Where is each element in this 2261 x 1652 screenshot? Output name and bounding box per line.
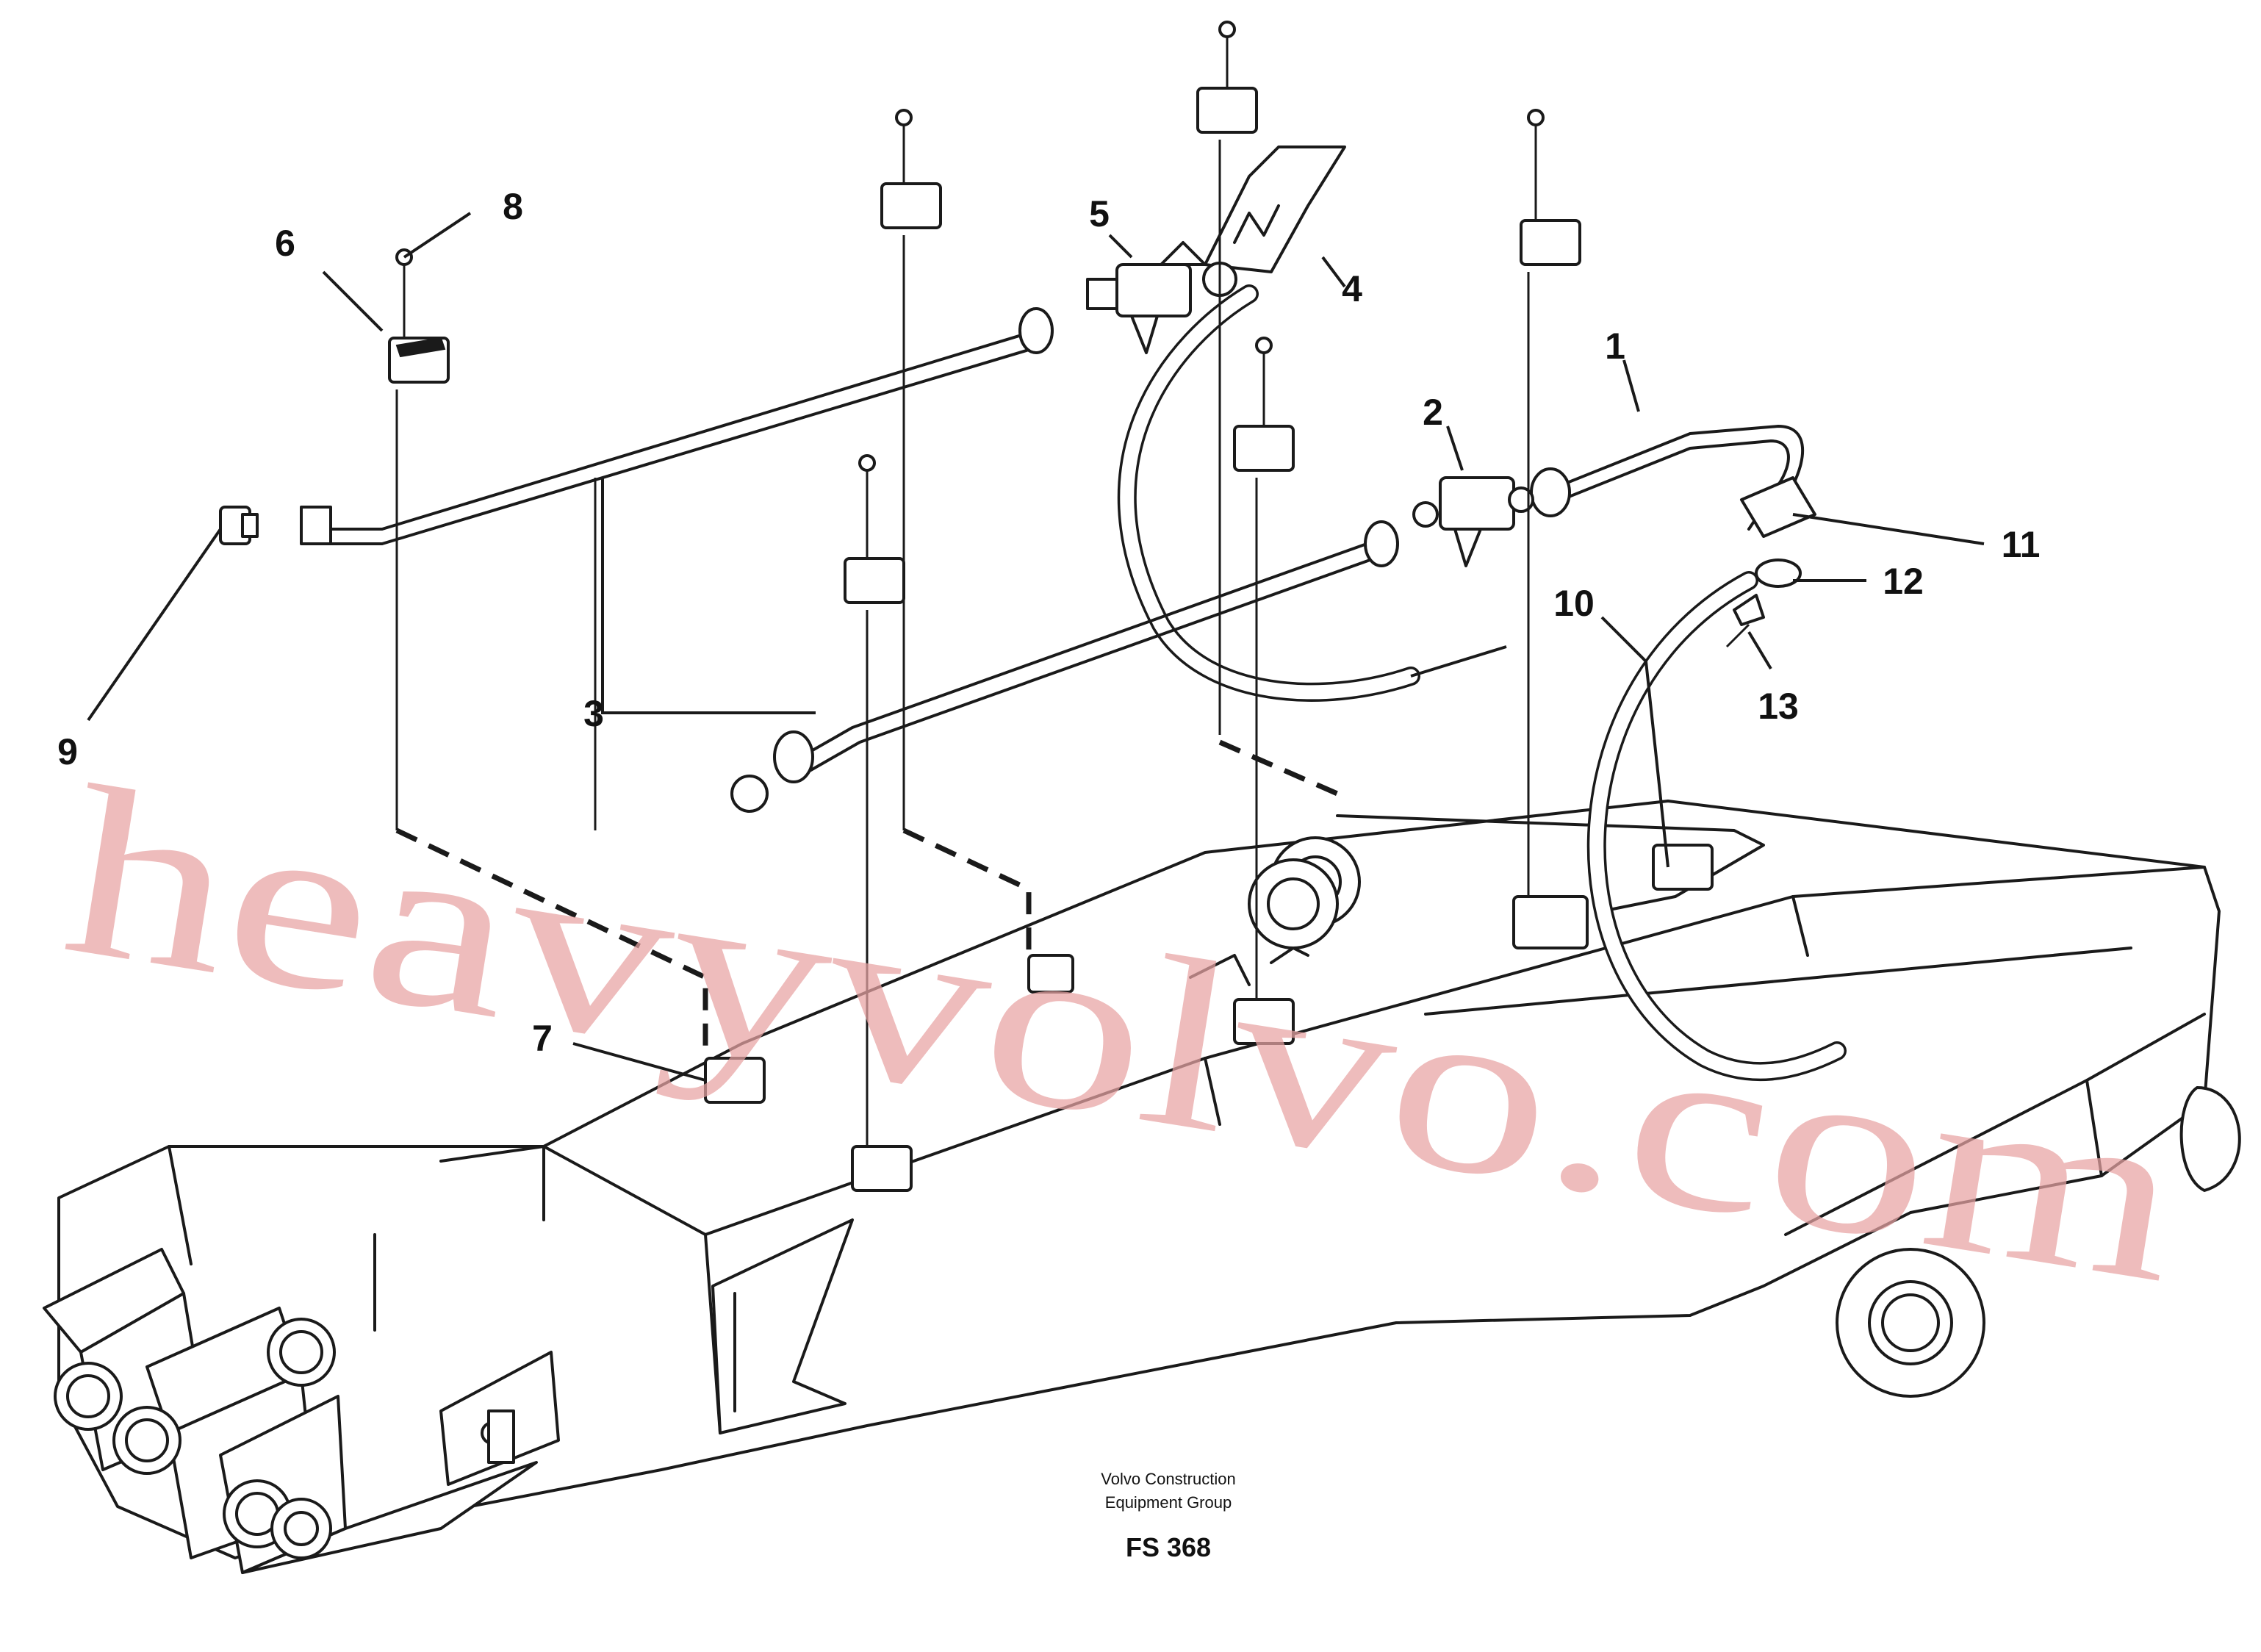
callout-2: 2 [1423,392,1443,433]
callout-6: 6 [275,223,295,264]
callout-12: 12 [1883,561,1924,602]
valve-5 [1086,241,1237,354]
clamp-set-lower [704,844,1714,1192]
pipe-3-upper [300,307,1054,545]
pipe-3-lower [730,520,1399,813]
plug-9 [219,506,259,545]
boom-arm [43,800,2241,1574]
callout-5: 5 [1089,193,1110,234]
callout-7: 7 [532,1018,553,1059]
fittings-11-12-13 [1725,476,1816,648]
caption-block: Volvo Construction Equipment Group FS 36… [1101,1470,1235,1562]
caption-line-1: Volvo Construction [1101,1470,1235,1488]
leader-lines [87,212,1985,1082]
figure-code: FS 368 [1126,1532,1211,1562]
callout-3: 3 [583,693,604,734]
callout-13: 13 [1758,686,1799,727]
callout-9: 9 [57,731,78,772]
callout-1: 1 [1605,326,1625,367]
hose-4 [1117,146,1420,702]
callout-8: 8 [503,186,523,227]
callout-10: 10 [1553,583,1595,624]
guide-lines [395,140,1530,1146]
callout-11: 11 [2002,524,2041,565]
callout-4: 4 [1342,268,1362,309]
valve-2 [1412,476,1534,567]
caption-line-2: Equipment Group [1105,1493,1232,1512]
callouts: 1 2 3 4 5 6 7 8 9 10 11 12 13 [57,186,2040,1059]
hose-10 [1586,571,1847,1082]
clamp-set-upper [388,21,1581,604]
